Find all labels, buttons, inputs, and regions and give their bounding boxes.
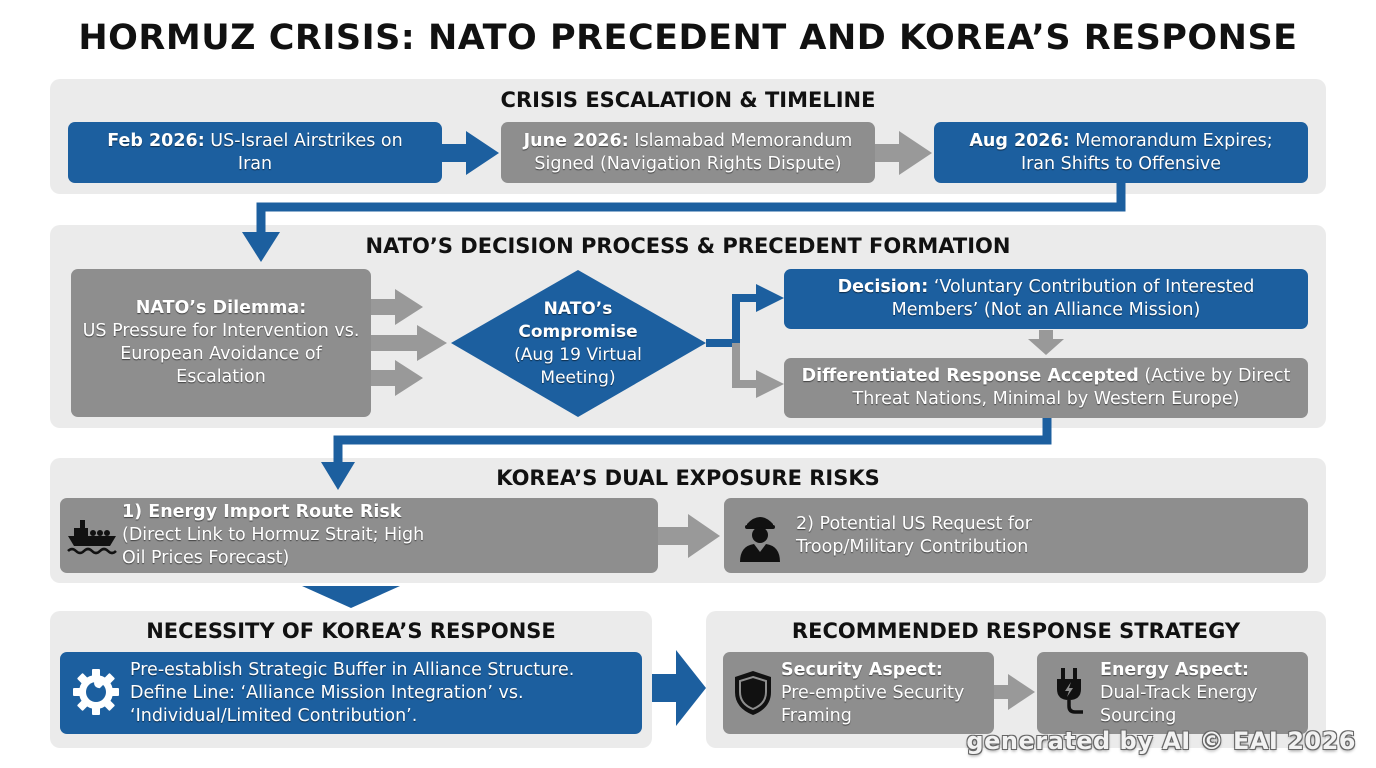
differentiated-response-box: Differentiated Response Accepted (Active… xyxy=(784,358,1308,418)
timeline-event-june-2026: June 2026: Islamabad Memorandum Signed (… xyxy=(501,122,875,183)
nato-decision-box: Decision: ‘Voluntary Contribution of Int… xyxy=(784,269,1308,329)
timeline-section-title: CRISIS ESCALATION & TIMELINE xyxy=(500,88,876,112)
soldier-icon xyxy=(740,517,780,562)
differentiated-label: Differentiated Response Accepted xyxy=(801,366,1139,386)
compromise-label: NATO’s Compromise xyxy=(518,299,638,342)
security-aspect-box: Security Aspect:Pre-emptive Security Fra… xyxy=(723,652,994,734)
korea-risks-section-title: KOREA’S DUAL EXPOSURE RISKS xyxy=(496,466,880,490)
nato-section-title: NATO’S DECISION PROCESS & PRECEDENT FORM… xyxy=(365,234,1011,258)
event-date: Aug 2026: xyxy=(969,130,1070,151)
event-text: US-Israel Airstrikes on Iran xyxy=(210,130,403,174)
necessity-text: Pre-establish Strategic Buffer in Allian… xyxy=(130,659,575,726)
compromise-text: (Aug 19 Virtual Meeting) xyxy=(514,345,642,388)
security-text: Pre-emptive Security Framing xyxy=(781,682,965,726)
dilemma-label: NATO’s Dilemma: xyxy=(135,298,307,318)
energy-route-risk-box: 1) Energy Import Route Risk (Direct Link … xyxy=(60,498,658,573)
energy-aspect-box: Energy Aspect:Dual-Track Energy Sourcing xyxy=(1037,652,1308,734)
differentiated-text: (Active by Direct Threat Nations, Minima… xyxy=(852,366,1291,409)
energy-text: Dual-Track Energy Sourcing xyxy=(1100,682,1258,726)
event-date: June 2026: xyxy=(523,130,629,151)
risk1-text: (Direct Link to Hormuz Strait; High Oil … xyxy=(122,525,425,568)
strategy-section-title: RECOMMENDED RESPONSE STRATEGY xyxy=(791,619,1241,643)
decision-label: Decision: xyxy=(837,277,929,297)
nato-dilemma-box: NATO’s Dilemma: US Pressure for Intervent… xyxy=(71,269,371,417)
shield-icon xyxy=(735,671,771,715)
event-date: Feb 2026: xyxy=(107,130,205,151)
page-title: HORMUZ CRISIS: NATO PRECEDENT AND KOREA’… xyxy=(78,18,1298,58)
timeline-event-aug-2026: Aug 2026: Memorandum Expires; Iran Shift… xyxy=(934,122,1308,183)
dilemma-text: US Pressure for Intervention vs. Europea… xyxy=(82,321,360,387)
watermark: generated by AI © EAI 2026 xyxy=(966,727,1356,755)
timeline-event-feb-2026: Feb 2026: US-Israel Airstrikes on Iran xyxy=(68,122,442,183)
risk2-text: 2) Potential US Request for Troop/Milita… xyxy=(796,513,1032,557)
security-label: Security Aspect: xyxy=(781,659,943,680)
necessity-box: Pre-establish Strategic Buffer in Allian… xyxy=(60,652,642,734)
energy-label: Energy Aspect: xyxy=(1100,659,1250,680)
arrow-risks-to-necessity xyxy=(302,586,400,608)
troop-request-risk-box: 2) Potential US Request for Troop/Milita… xyxy=(724,498,1308,573)
event-text: Memorandum Expires; Iran Shifts to Offen… xyxy=(1020,130,1273,174)
event-text: Islamabad Memorandum Signed (Navigation … xyxy=(534,130,853,174)
compromise-text-block: NATO’s Compromise (Aug 19 Virtual Meetin… xyxy=(480,298,676,390)
necessity-section-title: NECESSITY OF KOREA’S RESPONSE xyxy=(146,619,556,643)
gear-wrench-icon xyxy=(73,669,119,715)
plug-icon xyxy=(1057,668,1083,714)
arrow-necessity-to-strategy xyxy=(652,650,706,726)
risk1-label: 1) Energy Import Route Risk xyxy=(122,502,402,522)
ship-icon xyxy=(67,520,117,555)
decision-text: ‘Voluntary Contribution of Interested Me… xyxy=(891,277,1255,320)
